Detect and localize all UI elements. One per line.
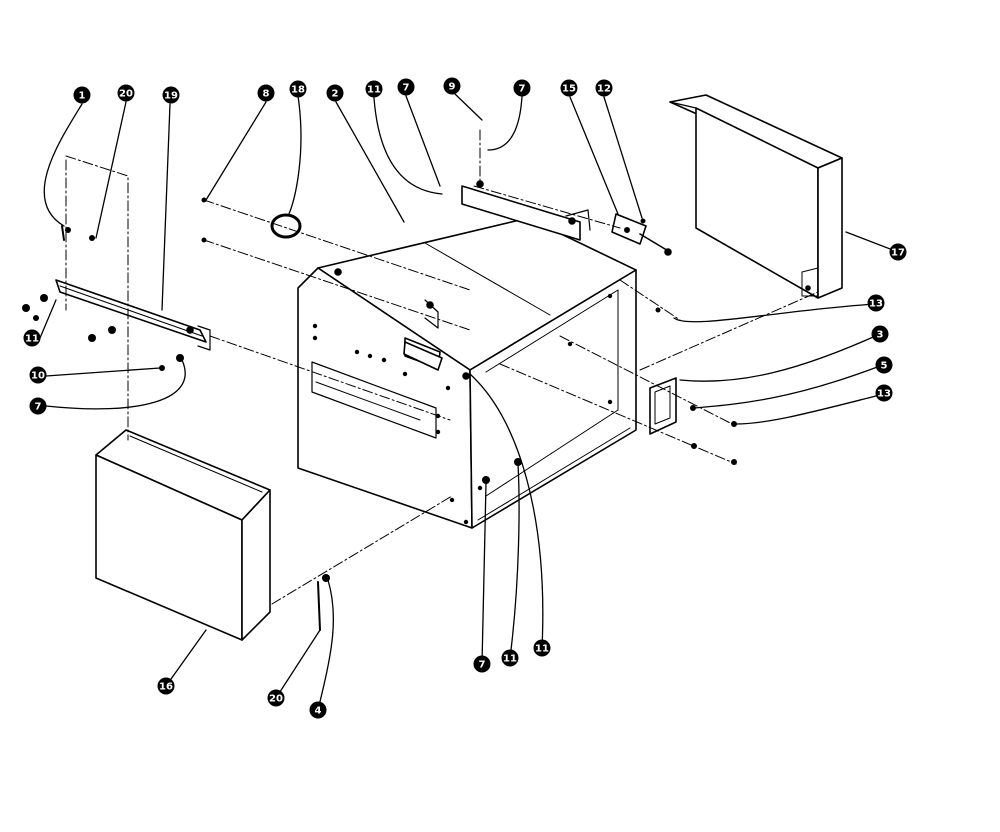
callout-16: 16	[157, 677, 175, 695]
callout-bubble	[473, 655, 491, 673]
callout-13: 13	[875, 384, 893, 402]
callout-bubble	[595, 79, 613, 97]
callout-number: 2	[332, 89, 339, 100]
callout-3: 3	[871, 325, 889, 343]
callout-12: 12	[595, 79, 613, 97]
callout-bubble	[23, 329, 41, 347]
assembly-drawing	[22, 93, 899, 711]
callout-bubble	[157, 677, 175, 695]
callout-11: 11	[533, 639, 551, 657]
right-cover-panel	[669, 94, 843, 299]
callout-bubble	[533, 639, 551, 657]
callout-bubble	[875, 384, 893, 402]
callout-labels: 1 20 19 8 18 2 11 7 9 7 15 12 17 13 3 5 13 11 10 7 16 20 4 7 11 1…	[23, 77, 907, 719]
callout-bubble	[501, 649, 519, 667]
callout-number: 7	[479, 660, 486, 671]
callout-number: 12	[597, 84, 611, 95]
callout-7: 7	[513, 79, 531, 97]
callout-number: 7	[403, 83, 410, 94]
callout-number: 4	[315, 706, 322, 717]
left-cover-panel	[95, 429, 271, 641]
callout-18: 18	[289, 80, 307, 98]
callout-bubble	[513, 79, 531, 97]
callout-number: 11	[535, 644, 549, 655]
callout-11: 11	[23, 329, 41, 347]
callout-bubble	[326, 84, 344, 102]
callout-number: 11	[503, 654, 517, 665]
callout-10: 10	[29, 366, 47, 384]
leader-lines	[39, 93, 899, 711]
callout-4: 4	[309, 701, 327, 719]
callout-bubble	[29, 366, 47, 384]
callout-bubble	[560, 79, 578, 97]
main-enclosure	[297, 180, 637, 529]
callout-bubble	[875, 356, 893, 374]
assembly-centerlines	[65, 129, 819, 605]
callout-bubble	[397, 78, 415, 96]
callout-number: 11	[367, 85, 381, 96]
callout-11: 11	[501, 649, 519, 667]
callout-5: 5	[875, 356, 893, 374]
callout-8: 8	[257, 84, 275, 102]
callout-number: 5	[881, 361, 888, 372]
callout-13: 13	[867, 294, 885, 312]
callout-bubble	[365, 80, 383, 98]
callout-number: 13	[869, 299, 883, 310]
callout-bubble	[309, 701, 327, 719]
callout-7: 7	[29, 397, 47, 415]
callout-number: 16	[159, 682, 173, 693]
callout-number: 19	[164, 91, 178, 102]
callout-number: 17	[891, 248, 905, 259]
callout-17: 17	[889, 243, 907, 261]
callout-15: 15	[560, 79, 578, 97]
callout-number: 20	[269, 694, 283, 705]
callout-bubble	[73, 86, 91, 104]
callout-number: 7	[519, 84, 526, 95]
o-ring	[270, 213, 302, 239]
callout-19: 19	[162, 86, 180, 104]
callout-20: 20	[117, 84, 135, 102]
callout-2: 2	[326, 84, 344, 102]
callout-number: 8	[263, 89, 270, 100]
latch-assembly	[403, 213, 672, 371]
callout-bubble	[867, 294, 885, 312]
slide-rail	[55, 279, 211, 351]
callout-bubble	[871, 325, 889, 343]
callout-number: 3	[877, 330, 884, 341]
callout-bubble	[257, 84, 275, 102]
callout-20: 20	[267, 689, 285, 707]
callout-bubble	[443, 77, 461, 95]
callout-bubble	[267, 689, 285, 707]
callout-7: 7	[473, 655, 491, 673]
callout-1: 1	[73, 86, 91, 104]
callout-number: 1	[79, 91, 86, 102]
callout-bubble	[117, 84, 135, 102]
callout-bubble	[29, 397, 47, 415]
rear-bracket	[649, 377, 677, 435]
callout-bubble	[289, 80, 307, 98]
callout-9: 9	[443, 77, 461, 95]
callout-bubble	[889, 243, 907, 261]
callout-number: 11	[25, 334, 39, 345]
callout-number: 9	[449, 82, 456, 93]
callout-number: 10	[31, 371, 45, 382]
callout-number: 18	[291, 85, 305, 96]
callout-7: 7	[397, 78, 415, 96]
callout-11: 11	[365, 80, 383, 98]
callout-number: 13	[877, 389, 891, 400]
callout-number: 7	[35, 402, 42, 413]
callout-number: 20	[119, 89, 133, 100]
callout-bubble	[162, 86, 180, 104]
callout-number: 15	[562, 84, 576, 95]
